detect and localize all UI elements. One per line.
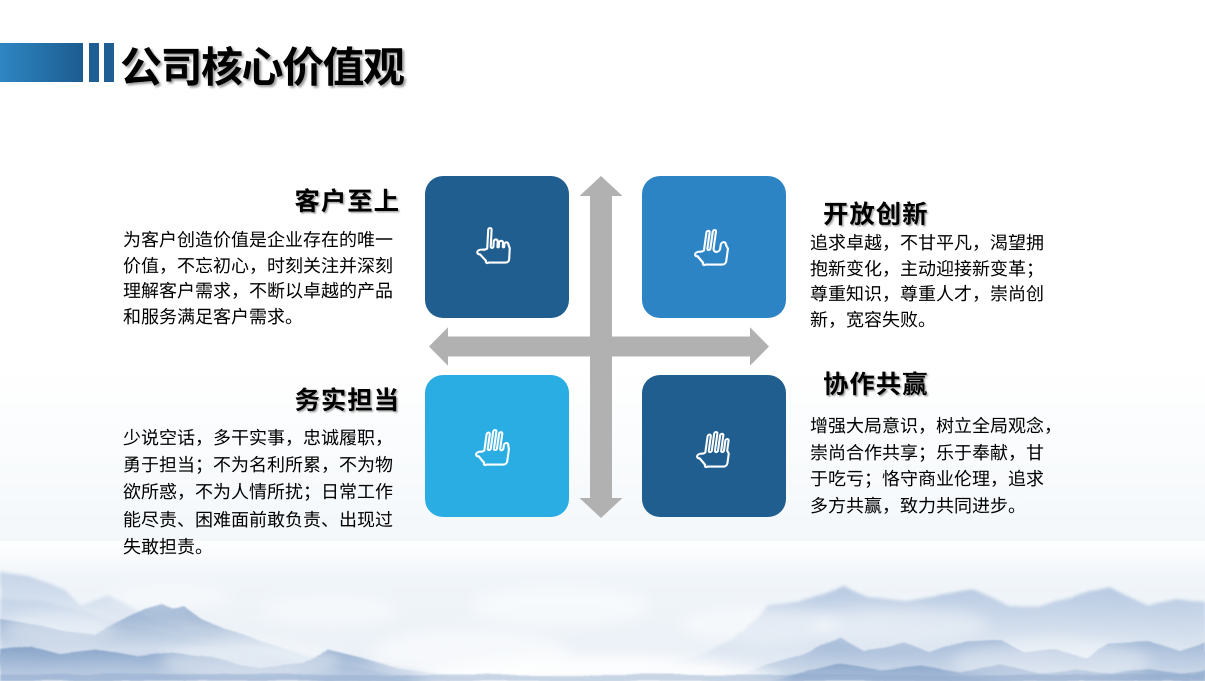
value-block-bottom-left: 务实担当 少说空话，多干实事，忠诚履职， 勇于担当；不为名利所累，不为物 欲所惑…	[123, 381, 400, 559]
horizontal-axis-arrow	[429, 327, 769, 366]
value-title-bottom-right: 协作共赢	[823, 365, 929, 401]
value-box-bottom-left	[425, 375, 569, 517]
value-desc-bottom-left: 少说空话，多干实事，忠诚履职， 勇于担当；不为名利所累，不为物 欲所惑，不为人情…	[123, 424, 393, 559]
title-accent-tick-1	[89, 43, 99, 82]
value-block-top-left: 客户至上 为客户创造价值是企业存在的唯一 价值，不忘初心，时刻关注并深刻 理解客…	[123, 182, 400, 328]
vertical-axis-arrow	[579, 176, 623, 518]
value-box-top-left	[425, 176, 569, 318]
value-title-bottom-left: 务实担当	[294, 381, 400, 417]
value-block-top-right: 开放创新 追求卓越，不甘平凡，渴望拥 抱新变化，主动迎接新变革； 尊重知识，尊重…	[810, 195, 1070, 332]
value-box-bottom-right	[642, 375, 786, 517]
value-desc-bottom-right: 增强大局意识，树立全局观念， 崇尚合作共享；乐于奉献，甘 于吃亏；恪守商业伦理，…	[810, 412, 1062, 518]
value-block-bottom-right: 协作共赢 增强大局意识，树立全局观念， 崇尚合作共享；乐于奉献，甘 于吃亏；恪守…	[810, 365, 1070, 518]
value-title-top-left: 客户至上	[294, 182, 400, 218]
hand-two-fingers-icon	[694, 229, 730, 267]
title-accent-bar	[0, 43, 83, 82]
hand-three-fingers-icon	[475, 429, 510, 467]
watercolor-mountains-background	[0, 541, 1205, 681]
title-accent-tick-2	[104, 43, 114, 82]
hand-one-finger-icon	[476, 227, 511, 265]
page-title: 公司核心价值观	[120, 34, 405, 95]
hand-four-fingers-icon	[696, 431, 730, 469]
value-title-top-right: 开放创新	[823, 195, 929, 231]
value-desc-top-right: 追求卓越，不甘平凡，渴望拥 抱新变化，主动迎接新变革； 尊重知识，尊重人才，崇尚…	[810, 229, 1044, 332]
value-box-top-right	[642, 176, 786, 318]
value-desc-top-left: 为客户创造价值是企业存在的唯一 价值，不忘初心，时刻关注并深刻 理解客户需求，不…	[123, 226, 393, 329]
